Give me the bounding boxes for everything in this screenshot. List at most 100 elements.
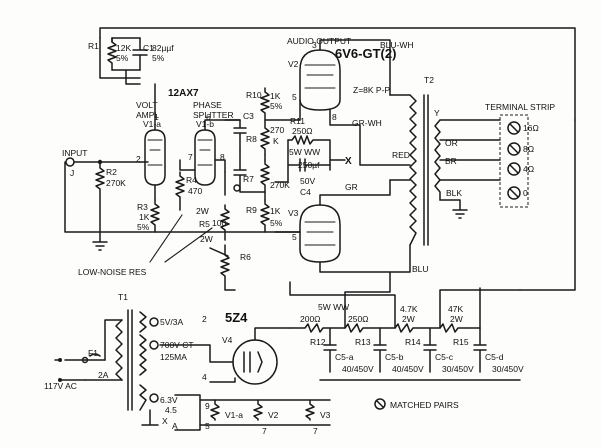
heater-v1-label: V1-a — [225, 410, 243, 420]
t2-wire-blu-wh: BLU-WH — [380, 40, 414, 50]
t2-primary — [409, 94, 417, 246]
r5-power: 2W — [200, 234, 213, 244]
c5a-label: C5-a — [335, 352, 354, 362]
cathode-network: R3 1K 5% R4 470 2W R5 100 2W R6 — [137, 159, 251, 291]
audio-output-label: AUDIO OUTPUT — [287, 36, 351, 46]
heater-v2-label: V2 — [268, 410, 279, 420]
c4-capacitor — [287, 158, 331, 172]
r1-resistor — [107, 37, 117, 71]
terminal-4 — [507, 162, 521, 176]
v2-type: 6V6-GT(2) — [335, 46, 396, 61]
r8-unit: K — [273, 136, 279, 146]
r9-resistor — [260, 199, 270, 233]
v4-envelope — [232, 339, 278, 385]
t2-impedance: Z=8K P-P — [353, 85, 390, 95]
t1-tap-hv-ma: 125MA — [160, 352, 187, 362]
v2-pin-3: 3 — [312, 40, 317, 50]
heater-v3-pin-7: 7 — [313, 426, 318, 436]
r1-value: 12K — [116, 43, 131, 53]
t2-wire-blu: BLU — [412, 264, 429, 274]
c5d-value: 30/450V — [492, 364, 524, 374]
r11-label: R11 — [290, 116, 305, 126]
c4-volt: 50V — [300, 176, 315, 186]
heater-pin-5: 5 — [205, 421, 210, 431]
v2-pin-5: 5 — [292, 92, 297, 102]
t2-wire-red: RED — [392, 150, 410, 160]
r7-label: R7 — [243, 174, 254, 184]
v2-envelope — [299, 49, 341, 111]
t2-wire-br: BR — [445, 156, 457, 166]
tube-v1: 12AX7 VOLT AMPL PHASE SPLITTER V1-a 2 1 … — [136, 83, 241, 201]
f1-value: 2A — [98, 370, 109, 380]
r15-power: 2W — [450, 314, 463, 324]
r11-resistor — [287, 135, 331, 171]
r3-resistor — [150, 199, 160, 233]
c3-gnd-node — [233, 184, 241, 192]
input-jack — [65, 157, 75, 167]
x-mark: X — [345, 156, 352, 167]
r11-c4-network: R11 250Ω 5W WW X 250µf 50V C4 — [274, 116, 352, 197]
t1-tap-heater-a: 4.5 — [165, 405, 177, 415]
v1a-pin-1: 1 — [154, 112, 159, 122]
terminal-16 — [507, 121, 521, 135]
matched-pairs-note: MATCHED PAIRS — [374, 398, 459, 410]
v4-type: 5Z4 — [225, 310, 248, 325]
r7-value: 270K — [270, 180, 290, 190]
v1a-pin-2: 2 — [136, 154, 141, 164]
t2-tap-y: Y — [434, 108, 440, 118]
t1-tap-heater-x: X — [162, 416, 168, 426]
terminal-tap-16: 16Ω — [523, 123, 539, 133]
c4-value: 250µf — [298, 160, 320, 170]
b-plus-chain — [289, 323, 481, 333]
c1-capacitor — [132, 37, 148, 71]
r12-power: 5W WW — [318, 302, 349, 312]
v4-pin-4: 4 — [202, 372, 207, 382]
r12-value: 200Ω — [300, 314, 321, 324]
v4-label: V4 — [222, 335, 233, 345]
r3-value: 1K — [139, 212, 150, 222]
v1b-envelope — [194, 129, 216, 186]
ac-input-label: 117V AC — [44, 381, 77, 391]
terminal-tap-8: 8Ω — [523, 144, 534, 154]
r15-value: 47K — [448, 304, 463, 314]
r11-power: 5W WW — [289, 147, 320, 157]
t2-wire-blk: BLK — [446, 188, 462, 198]
r5-resistor — [220, 204, 230, 241]
r5-label: R5 — [199, 219, 210, 229]
r1-label: R1 — [88, 41, 99, 51]
r5-value: 100 — [212, 218, 226, 228]
r10-resistor — [260, 87, 301, 121]
r4-resistor — [175, 171, 185, 211]
r4-value: 470 — [188, 186, 202, 196]
t2-wire-gr-wh: GR-WH — [352, 118, 382, 128]
feedback-return — [519, 119, 576, 291]
heater-pin-9: 9 — [205, 401, 210, 411]
v3-envelope — [299, 204, 341, 263]
t1-primary — [115, 319, 123, 381]
t1-tap-heater: 6.3V — [160, 395, 178, 405]
r13-label: R13 — [355, 337, 371, 347]
terminal-0 — [507, 186, 521, 200]
v1b-pin-7: 7 — [188, 152, 193, 162]
input-label: INPUT — [62, 148, 88, 158]
c3-capacitor — [233, 119, 247, 151]
v1a-role-2: AMPL — [136, 110, 159, 120]
terminal-tap-4: 4Ω — [523, 164, 534, 174]
r6-label: R6 — [240, 252, 251, 262]
v1b-role-1: PHASE — [193, 100, 222, 110]
r8-label: R8 — [246, 134, 257, 144]
v1b-pin-6: 6 — [206, 112, 211, 122]
r2-resistor — [95, 161, 105, 233]
v1a-envelope — [144, 129, 166, 186]
r8-value: 270 — [270, 125, 284, 135]
c5c-label: C5-c — [435, 352, 454, 362]
r7-resistor — [260, 159, 270, 193]
heater-strings: 9 5 V1-a V2 7 V3 7 — [174, 394, 331, 436]
power-supply: T1 5V/3A 700V CT 125MA 6.3V 4.5 X A F1 2… — [44, 271, 524, 431]
r14-value: 4.7K — [400, 304, 418, 314]
output-transformer: BLU-WH T2 Z=8K P-P GR-WH RED GR BLU Y OR… — [345, 40, 501, 274]
f1-fuse — [89, 353, 101, 357]
input-j-label: J — [70, 168, 74, 178]
r14-label: R14 — [405, 337, 421, 347]
